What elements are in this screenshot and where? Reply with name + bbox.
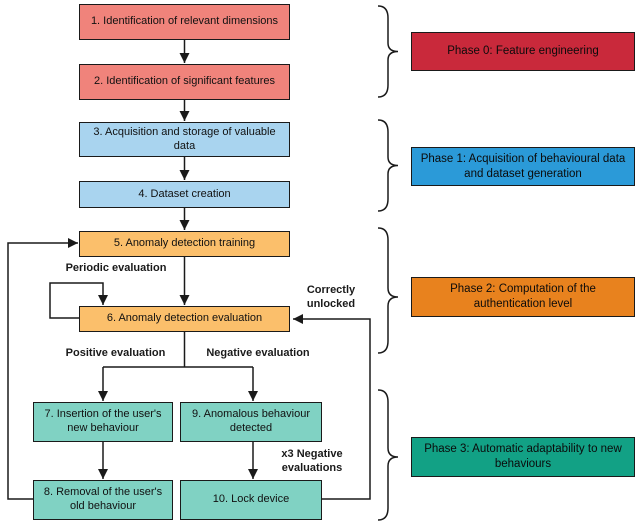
flow-box-2: 2. Identification of significant feature… <box>79 64 290 100</box>
flow-box-1: 1. Identification of relevant dimensions <box>79 4 290 40</box>
edge-label-periodic-evaluation: Periodic evaluation <box>65 262 167 274</box>
phase-box-0: Phase 0: Feature engineering <box>411 32 635 71</box>
edge-label-negative-evaluation: Negative evaluation <box>206 347 310 359</box>
edge-label-positive-evaluation: Positive evaluation <box>65 347 166 359</box>
phase-box-3: Phase 3: Automatic adaptability to new b… <box>411 437 635 477</box>
phase-box-2: Phase 2: Computation of the authenticati… <box>411 277 635 317</box>
flow-box-10: 10. Lock device <box>180 480 322 520</box>
brace-phase-0 <box>377 5 399 98</box>
flow-box-5: 5. Anomaly detection training <box>79 231 290 257</box>
brace-phase-1 <box>377 119 399 212</box>
feedback-8-to-5 <box>7 238 78 500</box>
edge-label-x3-negative-evaluations: x3 Negative evaluations <box>281 448 343 474</box>
brace-phase-3 <box>377 389 399 521</box>
phase-box-1: Phase 1: Acquisition of behavioural data… <box>411 147 635 186</box>
flow-box-9: 9. Anomalous behaviour detected <box>180 402 322 442</box>
flow-box-6: 6. Anomaly detection evaluation <box>79 306 290 332</box>
edge-label-correctly-unlocked: Correctly unlocked <box>306 284 356 310</box>
flow-box-4: 4. Dataset creation <box>79 181 290 208</box>
brace-phase-2 <box>377 227 399 354</box>
flow-box-7: 7. Insertion of the user's new behaviour <box>33 402 173 442</box>
flow-box-8: 8. Removal of the user's old behaviour <box>33 480 173 520</box>
flow-box-3: 3. Acquisition and storage of valuable d… <box>79 122 290 157</box>
